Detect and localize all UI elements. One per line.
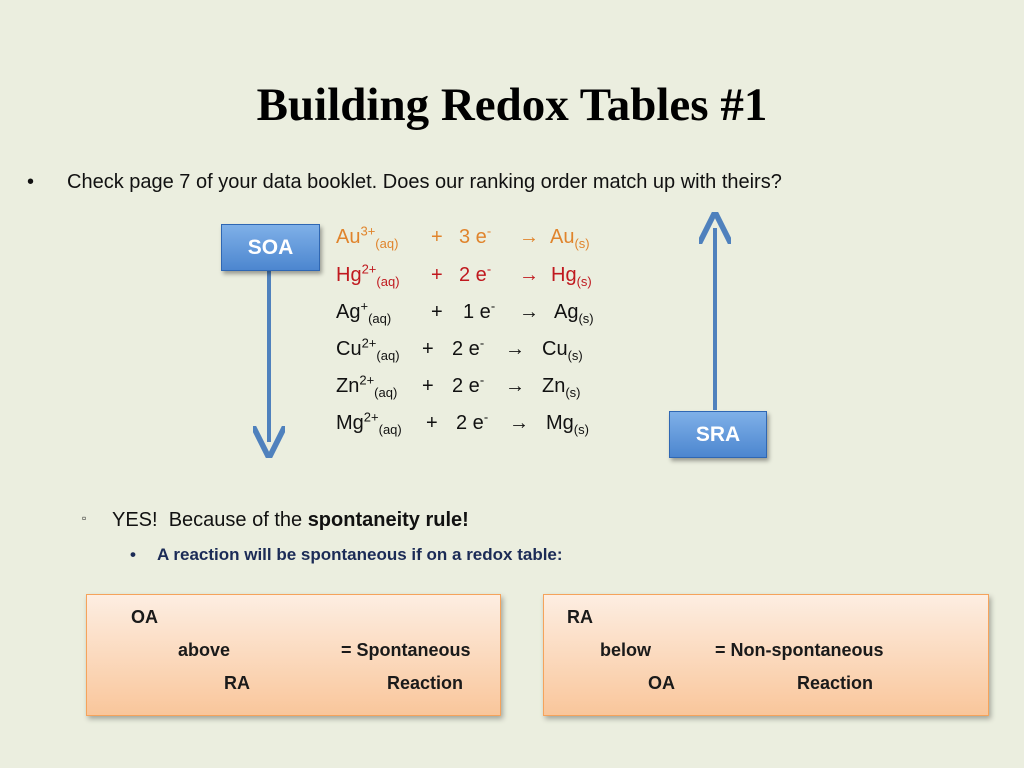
bullet-marker: • bbox=[27, 171, 35, 193]
plus-sign: + bbox=[426, 412, 438, 434]
soa-label: SOA bbox=[221, 224, 320, 271]
arrow-icon: → bbox=[519, 301, 539, 323]
plus-sign: + bbox=[431, 264, 443, 286]
sub-sub-marker: • bbox=[130, 545, 136, 564]
sub-bullet-bold: spontaneity rule! bbox=[307, 509, 469, 531]
box-right-line3b: Reaction bbox=[797, 673, 874, 693]
sub-sub-text: A reaction will be spontaneous if on a r… bbox=[157, 545, 563, 564]
reactant: Mg2+(aq) bbox=[336, 409, 402, 437]
reactant: Hg2+(aq) bbox=[336, 261, 400, 289]
plus-sign: + bbox=[431, 301, 443, 323]
plus-sign: + bbox=[422, 338, 434, 360]
box-right-line2a: below bbox=[600, 640, 652, 660]
product: Au(s) bbox=[550, 226, 590, 251]
sub-bullet-text: YES! Because of the spontaneity rule! bbox=[112, 509, 469, 532]
box-left-line2b: = Spontaneous bbox=[341, 640, 471, 660]
electrons: 2 e- bbox=[459, 261, 492, 286]
arrow-icon: → bbox=[519, 264, 539, 286]
box-left-line3a: RA bbox=[224, 673, 250, 693]
electrons: 1 e- bbox=[463, 298, 496, 323]
box-right-line1: RA bbox=[567, 607, 593, 627]
reactant: Ag+(aq) bbox=[336, 298, 392, 326]
reactant: Au3+(aq) bbox=[336, 223, 399, 251]
box-right-line3a: OA bbox=[648, 673, 675, 693]
box-right-line2b: = Non-spontaneous bbox=[715, 640, 884, 660]
reactant: Zn2+(aq) bbox=[336, 372, 398, 400]
product: Cu(s) bbox=[542, 338, 583, 363]
box-left-line1: OA bbox=[131, 607, 158, 627]
spontaneous-rule-box: OA above = Spontaneous RA Reaction bbox=[86, 594, 501, 716]
slide-title: Building Redox Tables #1 bbox=[256, 79, 768, 131]
sra-label: SRA bbox=[669, 411, 767, 458]
arrow-icon: → bbox=[519, 226, 539, 248]
sub-bullet-marker: ▫ bbox=[82, 511, 87, 525]
box-left-line3b: Reaction bbox=[387, 673, 464, 693]
product: Ag(s) bbox=[554, 301, 594, 326]
sub-bullet-plain: YES! Because of the bbox=[112, 509, 308, 531]
reactant: Cu2+(aq) bbox=[336, 335, 400, 363]
bullet-text: Check page 7 of your data booklet. Does … bbox=[67, 171, 782, 193]
plus-sign: + bbox=[431, 226, 443, 248]
product: Mg(s) bbox=[546, 412, 589, 437]
product: Zn(s) bbox=[542, 375, 581, 400]
arrow-icon: → bbox=[509, 412, 529, 434]
electrons: 2 e- bbox=[456, 409, 489, 434]
non-spontaneous-rule-box: RA below = Non-spontaneous OA Reaction bbox=[543, 594, 989, 716]
product: Hg(s) bbox=[551, 264, 592, 289]
electrons: 3 e- bbox=[459, 223, 492, 248]
electrons: 2 e- bbox=[452, 372, 485, 397]
box-left-line2a: above bbox=[178, 640, 231, 660]
electrons: 2 e- bbox=[452, 335, 485, 360]
arrow-icon: → bbox=[505, 375, 525, 397]
arrow-icon: → bbox=[505, 338, 525, 360]
plus-sign: + bbox=[422, 375, 434, 397]
